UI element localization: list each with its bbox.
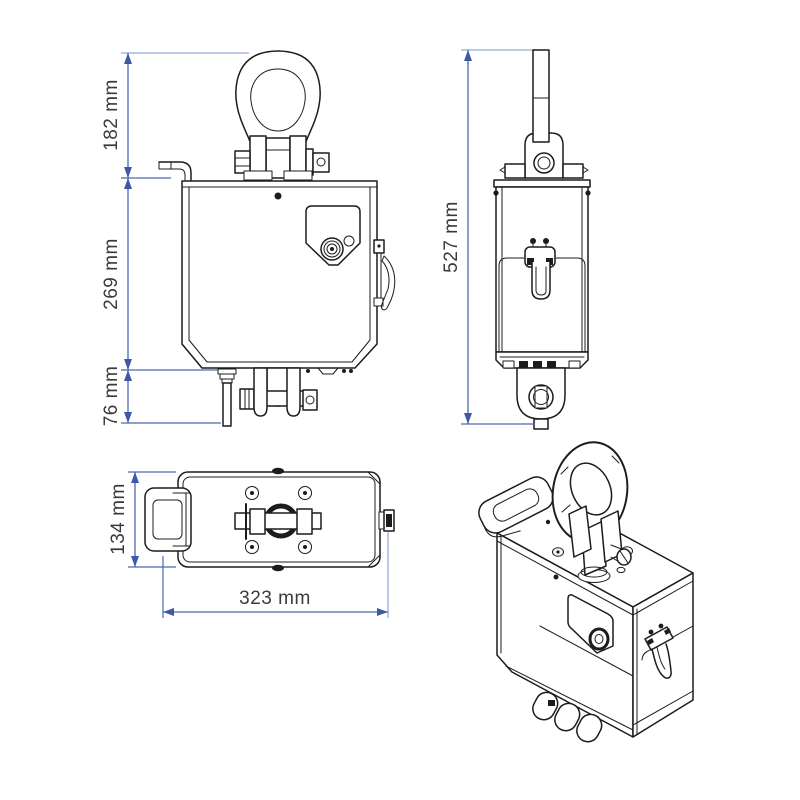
- dimension-arrow: [124, 178, 132, 189]
- top-plate: [144, 467, 395, 572]
- bottom-shackle-plate: [286, 367, 301, 417]
- dimension-label-76: 76 mm: [101, 366, 122, 427]
- top-view-extension-lines: [128, 471, 389, 618]
- clevis-ear: [568, 505, 592, 558]
- side-latch-front: [373, 239, 396, 311]
- housing-body-side: [493, 179, 591, 369]
- handle-outline: [144, 487, 192, 552]
- iso-chain-guides: [532, 691, 603, 743]
- lifting-eye-front: [235, 50, 321, 153]
- dimension-label-182: 182 mm: [101, 79, 122, 151]
- dimension-arrow: [464, 413, 472, 424]
- eye-opening: [250, 68, 306, 132]
- pin-bore: [528, 384, 554, 410]
- latch-tongue: [531, 261, 551, 300]
- dimension-label-269: 269 mm: [101, 238, 122, 310]
- iso-toggle-latch: [644, 623, 674, 679]
- latch-wire: [381, 255, 396, 311]
- shackle-base: [243, 170, 273, 181]
- handle-top: [144, 487, 192, 552]
- eye-boss-top: [234, 503, 322, 540]
- cover-seam-right: [641, 625, 694, 661]
- side-view-extension-lines: [461, 49, 534, 425]
- connector-socket: [320, 237, 344, 261]
- dimension-arrow: [124, 53, 132, 64]
- dimension-arrow: [377, 608, 388, 616]
- top-screw: [274, 192, 282, 200]
- latch-strap: [651, 643, 672, 679]
- indicator: [343, 235, 355, 247]
- dimension-arrow: [124, 359, 132, 370]
- plate-screws: [245, 486, 312, 554]
- dimension-arrow: [131, 472, 139, 483]
- pivot-pin: [533, 152, 555, 174]
- bolt-nut: [234, 150, 251, 174]
- dimension-label-527: 527 mm: [441, 201, 462, 273]
- bottom-attachments-front: [217, 367, 353, 427]
- shackle-base: [283, 170, 313, 181]
- top-view-dimension-lines: [131, 472, 388, 616]
- chain-rod: [222, 382, 232, 427]
- eye-edge: [532, 49, 550, 143]
- iso-connector-panel: [567, 594, 614, 654]
- bottom-clevis-side: [516, 367, 566, 430]
- side-view-dimension-lines: [464, 50, 472, 424]
- iso-connector-socket: [588, 627, 610, 651]
- cable-bracket: [158, 161, 192, 181]
- toggle-latch-side: [524, 238, 556, 300]
- front-view: 182 mm 269 mm 76 mm: [101, 50, 396, 427]
- panel-outline: [305, 205, 361, 266]
- top-cap: [493, 179, 591, 188]
- bolt-head: [312, 152, 330, 173]
- top-view: 134 mm 323 mm: [108, 467, 395, 618]
- mount-tab-right: [562, 163, 584, 179]
- dimension-label-323: 323 mm: [239, 588, 311, 609]
- eye-ring-opening: [569, 462, 613, 516]
- connector-panel-front: [305, 205, 361, 266]
- pin-head-left: [239, 388, 255, 410]
- dimension-arrow: [464, 50, 472, 61]
- latch-tab-top: [378, 509, 395, 532]
- handle-outline: [478, 476, 554, 534]
- bottom-tab: [533, 418, 549, 430]
- top-shackle-front: [234, 135, 330, 181]
- lifting-eye-side: [499, 49, 589, 179]
- dimension-arrow: [124, 370, 132, 381]
- side-view: 527 mm: [441, 49, 591, 430]
- dimension-label-134: 134 mm: [108, 483, 129, 555]
- dimension-arrow: [131, 556, 139, 567]
- iso-handle: [478, 476, 554, 538]
- cover-seam-front: [539, 625, 634, 677]
- dimension-arrow: [124, 167, 132, 178]
- eye-outer: [235, 50, 321, 153]
- housing-body-front: [181, 180, 396, 369]
- clevis-bolt: [545, 519, 632, 574]
- dimension-arrow: [124, 412, 132, 423]
- mount-tab-left: [504, 163, 526, 179]
- dimension-arrow: [163, 608, 174, 616]
- iso-lifting-eye: [545, 441, 632, 583]
- isometric-view: [478, 441, 694, 743]
- iso-right-face: [632, 572, 694, 738]
- pin-head-right: [302, 389, 318, 411]
- bottom-shackle-plate: [253, 367, 268, 417]
- front-view-extension-lines: [121, 52, 249, 424]
- front-view-dimension-lines: [124, 53, 132, 423]
